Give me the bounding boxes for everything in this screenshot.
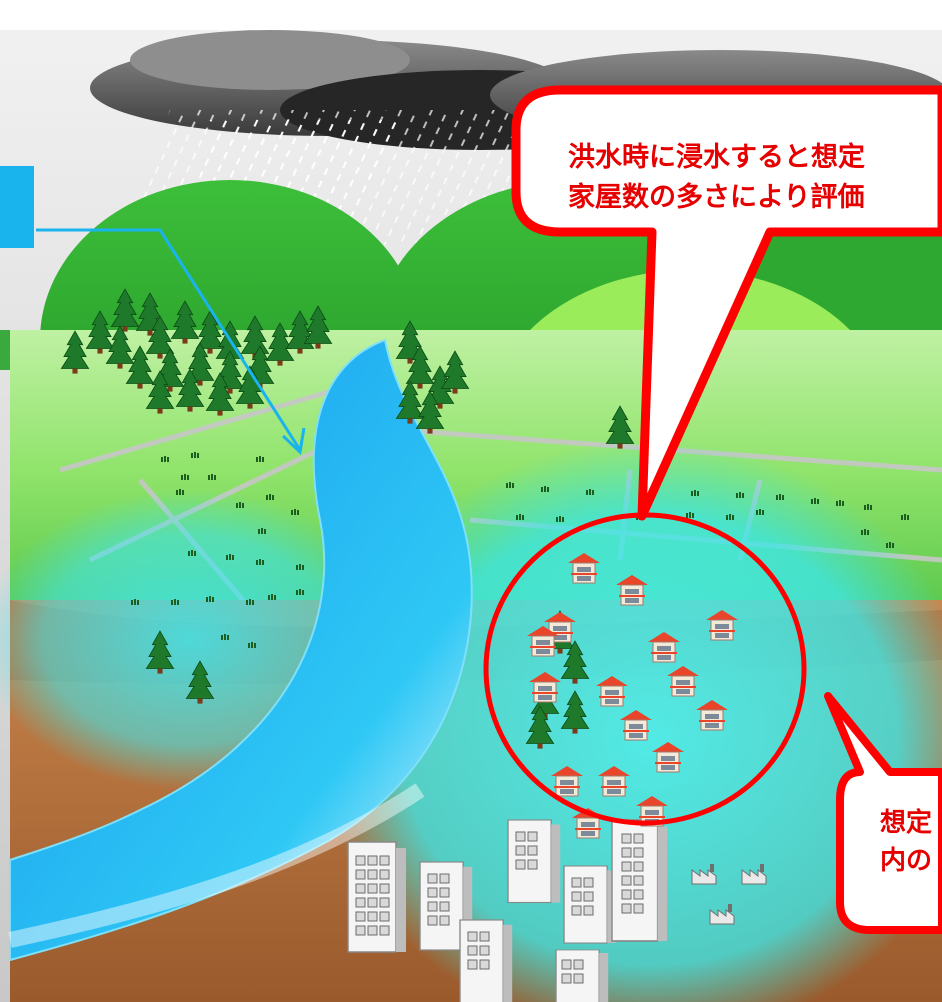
building-window: [571, 877, 582, 888]
building-window: [479, 959, 490, 970]
building-window: [439, 915, 450, 926]
building-window: [379, 883, 390, 894]
city-buildings: [347, 819, 668, 1002]
building-window: [583, 905, 594, 916]
building-window: [355, 911, 366, 922]
building-window: [379, 897, 390, 908]
building-window: [621, 889, 632, 900]
building-window: [379, 925, 390, 936]
building-window: [479, 945, 490, 956]
building-window: [621, 833, 632, 844]
building-window: [527, 859, 538, 870]
callout-bottom-text: 想定 内の: [880, 804, 942, 880]
building-window: [355, 897, 366, 908]
building-window: [367, 883, 378, 894]
building-window: [571, 891, 582, 902]
building-window: [467, 931, 478, 942]
building-window: [439, 887, 450, 898]
building-window: [427, 901, 438, 912]
building-window: [621, 861, 632, 872]
building-window: [515, 831, 526, 842]
building-window: [621, 847, 632, 858]
building-window: [467, 959, 478, 970]
legend-tab: [0, 166, 34, 248]
building-window: [571, 905, 582, 916]
building-window: [427, 915, 438, 926]
callout-top-text: 洪水時に浸水すると想定 家屋数の多さにより評価: [568, 138, 942, 218]
building-window: [427, 873, 438, 884]
building-window: [561, 973, 572, 984]
building-window: [467, 945, 478, 956]
river: [9, 338, 473, 962]
building-window: [367, 925, 378, 936]
building-window: [583, 877, 594, 888]
building-window: [621, 903, 632, 914]
building-window: [527, 831, 538, 842]
callout-bottom-line1: 想定: [880, 808, 933, 838]
building-window: [379, 855, 390, 866]
building-window: [527, 845, 538, 856]
building-window: [379, 869, 390, 880]
building-window: [479, 931, 490, 942]
pointer-line: [36, 228, 306, 456]
building-window: [573, 959, 584, 970]
building-window: [621, 875, 632, 886]
building-window: [633, 889, 644, 900]
building-window: [367, 897, 378, 908]
building-window: [561, 959, 572, 970]
building-window: [355, 925, 366, 936]
building-window: [367, 911, 378, 922]
callout-top-line1: 洪水時に浸水すると想定: [568, 142, 865, 173]
callout-top-bubble: [511, 85, 942, 521]
building-window: [633, 903, 644, 914]
building-window: [633, 833, 644, 844]
building-window: [633, 861, 644, 872]
building-window: [367, 869, 378, 880]
building-window: [427, 887, 438, 898]
building-window: [573, 973, 584, 984]
callout-bottom-line2: 内の: [880, 846, 933, 876]
building-window: [633, 847, 644, 858]
building-window: [355, 883, 366, 894]
building-window: [355, 855, 366, 866]
building-window: [355, 869, 366, 880]
building-window: [515, 859, 526, 870]
building-window: [633, 875, 644, 886]
building-window: [439, 873, 450, 884]
building-window: [379, 911, 390, 922]
callout-top-line2: 家屋数の多さにより評価: [568, 182, 865, 213]
building-window: [583, 891, 594, 902]
callout-bottom-bubble: [824, 692, 942, 934]
building-window: [367, 855, 378, 866]
building-window: [439, 901, 450, 912]
building-window: [515, 845, 526, 856]
